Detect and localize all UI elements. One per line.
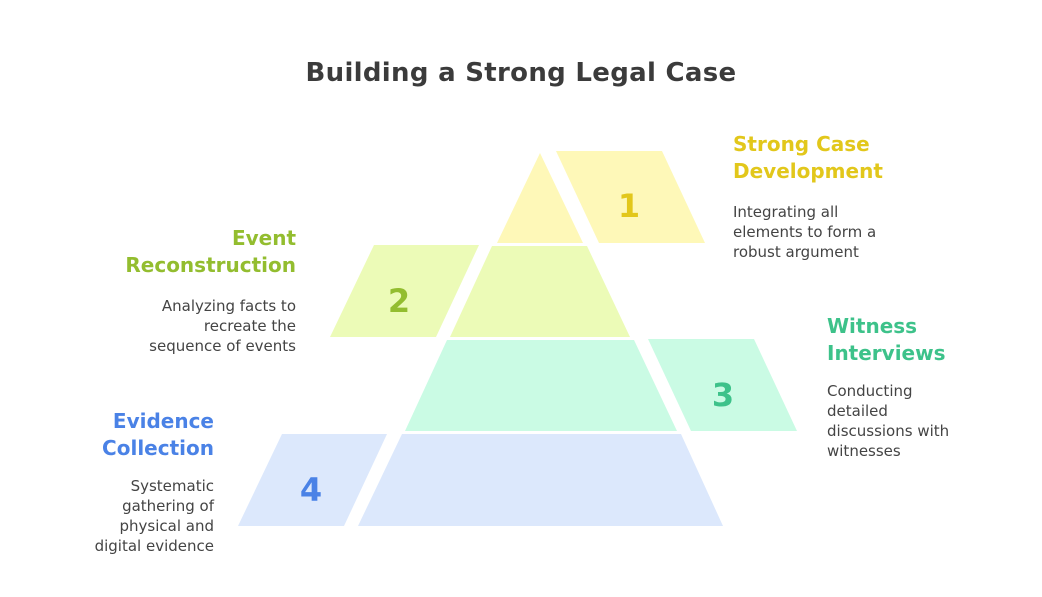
pyramid-layer-2 [450, 246, 630, 337]
level-3-heading-line-1: Witness [827, 314, 918, 338]
level-3-description-line-3: discussions with [827, 422, 950, 440]
diagram-title: Building a Strong Legal Case [305, 58, 737, 88]
number-tab-1 [556, 151, 705, 243]
level-2-heading-line-2: Reconstruction [125, 253, 296, 277]
level-3-description-line-1: Conducting [827, 382, 913, 400]
tab-number-1: 1 [618, 187, 640, 225]
level-2-heading: Event Reconstruction [125, 225, 296, 279]
number-tab-4 [238, 434, 387, 526]
level-1-description: Integrating all elements to form a robus… [733, 202, 876, 262]
level-4-description-line-2: gathering of [122, 497, 214, 515]
level-2-heading-line-1: Event [231, 226, 296, 250]
level-4-heading: Evidence Collection [102, 408, 214, 462]
level-1-description-line-1: Integrating all [733, 203, 839, 221]
pyramid-layer-1 [497, 153, 583, 243]
pyramid-layer-3 [405, 340, 677, 431]
level-3-description-line-4: witnesses [827, 442, 901, 460]
level-1-heading-line-1: Strong Case [733, 132, 870, 156]
level-3-description-line-2: detailed [827, 402, 888, 420]
tab-number-4: 4 [300, 471, 322, 509]
level-4-heading-line-1: Evidence [112, 409, 214, 433]
number-tab-2 [330, 245, 479, 337]
level-2-description-line-1: Analyzing facts to [161, 297, 296, 315]
number-tab-3 [648, 339, 797, 431]
level-4-description-line-3: physical and [119, 517, 214, 535]
level-4-heading-line-2: Collection [102, 436, 214, 460]
level-2-description-line-3: sequence of events [149, 337, 296, 355]
level-1-heading: Strong Case Development [733, 131, 883, 185]
pyramid-layer-4 [358, 434, 723, 526]
level-3-description: Conducting detailed discussions with wit… [827, 381, 949, 461]
level-1-heading-line-2: Development [733, 159, 883, 183]
tab-number-2: 2 [388, 282, 410, 320]
level-2-description: Analyzing facts to recreate the sequence… [149, 296, 296, 356]
level-1-description-line-3: robust argument [733, 243, 859, 261]
level-4-description-line-1: Systematic [130, 477, 214, 495]
level-4-description-line-4: digital evidence [94, 537, 214, 555]
level-2-description-line-2: recreate the [203, 317, 296, 335]
level-3-heading-line-2: Interviews [827, 341, 946, 365]
level-3-heading: Witness Interviews [827, 313, 946, 367]
level-1-description-line-2: elements to form a [733, 223, 877, 241]
tab-number-3: 3 [712, 376, 734, 414]
level-4-description: Systematic gathering of physical and dig… [95, 476, 214, 556]
